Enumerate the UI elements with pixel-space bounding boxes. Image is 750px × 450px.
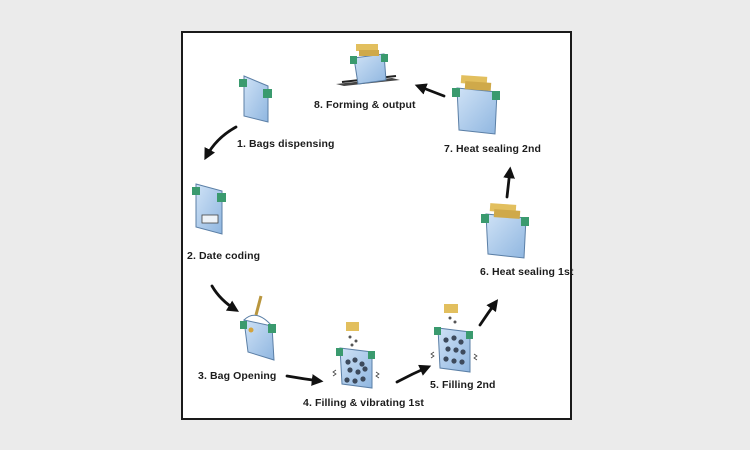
arrow-step1-to-2 [204, 125, 238, 161]
step-label-3: 3. Bag Opening [198, 370, 277, 382]
step-label-6: 6. Heat sealing 1st [480, 266, 574, 278]
step-label-8: 8. Forming & output [314, 99, 416, 111]
arrow-step3-to-4 [285, 374, 324, 386]
bag-opening-icon [240, 295, 276, 361]
arrow-step7-to-8 [414, 83, 446, 98]
bag-dispensing-icon [239, 75, 272, 123]
step-label-4: 4. Filling & vibrating 1st [303, 397, 425, 409]
filling-second-icon [430, 304, 478, 373]
arrow-step2-to-3 [210, 284, 239, 312]
arrow-step5-to-6 [478, 299, 499, 327]
step-label-1: 1. Bags dispensing [237, 138, 335, 150]
step-label-5: 5. Filling 2nd [430, 379, 496, 391]
process-arrows [204, 83, 515, 386]
filling-vibrating-icon [332, 322, 380, 389]
heat-sealing-first-icon [481, 203, 529, 259]
heat-sealing-second-icon [452, 75, 500, 135]
forming-output-icon [336, 44, 400, 86]
date-coding-icon [192, 183, 226, 235]
step-label-7: 7. Heat sealing 2nd [444, 143, 542, 155]
arrow-step4-to-5 [395, 364, 432, 384]
step-label-2: 2. Date coding [187, 250, 261, 262]
arrow-step6-to-7 [503, 166, 515, 199]
